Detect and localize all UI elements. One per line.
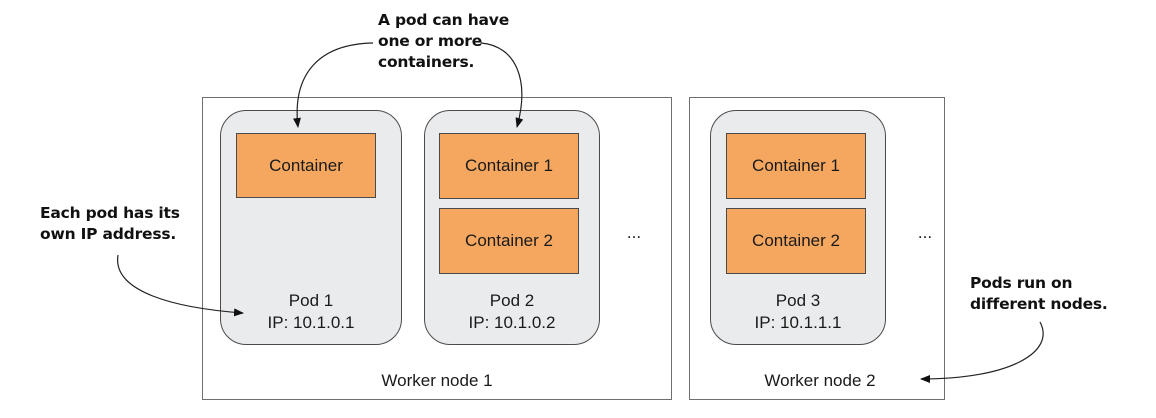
worker-node-1-label: Worker node 1 [381,371,493,390]
pod-1-ip: IP: 10.1.0.1 [267,313,355,332]
pod-1-container: Container [236,133,376,198]
arrow-to-worker-node-2 [920,321,1044,383]
containers-note-line-2: one or more [378,32,483,50]
ip-note-line-2: own IP address. [40,225,177,243]
nodes-note-line-2: different nodes. [970,295,1108,313]
pod-3-ip: IP: 10.1.1.1 [754,313,842,332]
ip-note: Each pod has its own IP address. [40,203,200,245]
pod-3-container-2: Container 2 [726,208,866,274]
pod-1-name: Pod 1 [288,291,334,310]
arrow-to-pod-2-container [480,42,524,128]
pod-3-name: Pod 3 [775,291,821,310]
nodes-note-line-1: Pods run on [970,274,1073,292]
pod-3-container-1: Container 1 [726,133,866,199]
worker-node-2-label: Worker node 2 [764,371,876,390]
containers-note: A pod can have one or more containers. [378,10,558,73]
pod-2-container-2: Container 2 [439,208,579,274]
node-1-ellipsis: ... [626,223,642,242]
ip-note-line-1: Each pod has its [40,204,180,222]
pod-2-container-1: Container 1 [439,133,579,199]
pod-2-name: Pod 2 [489,291,535,310]
pod-2-ip: IP: 10.1.0.2 [468,313,556,332]
containers-note-line-1: A pod can have [378,11,510,29]
containers-note-line-3: containers. [378,53,475,71]
arrow-to-pod-1-ip [117,254,244,317]
arrow-to-pod-1-container [292,42,374,128]
node-2-ellipsis: ... [917,223,933,242]
nodes-note: Pods run on different nodes. [970,273,1140,315]
